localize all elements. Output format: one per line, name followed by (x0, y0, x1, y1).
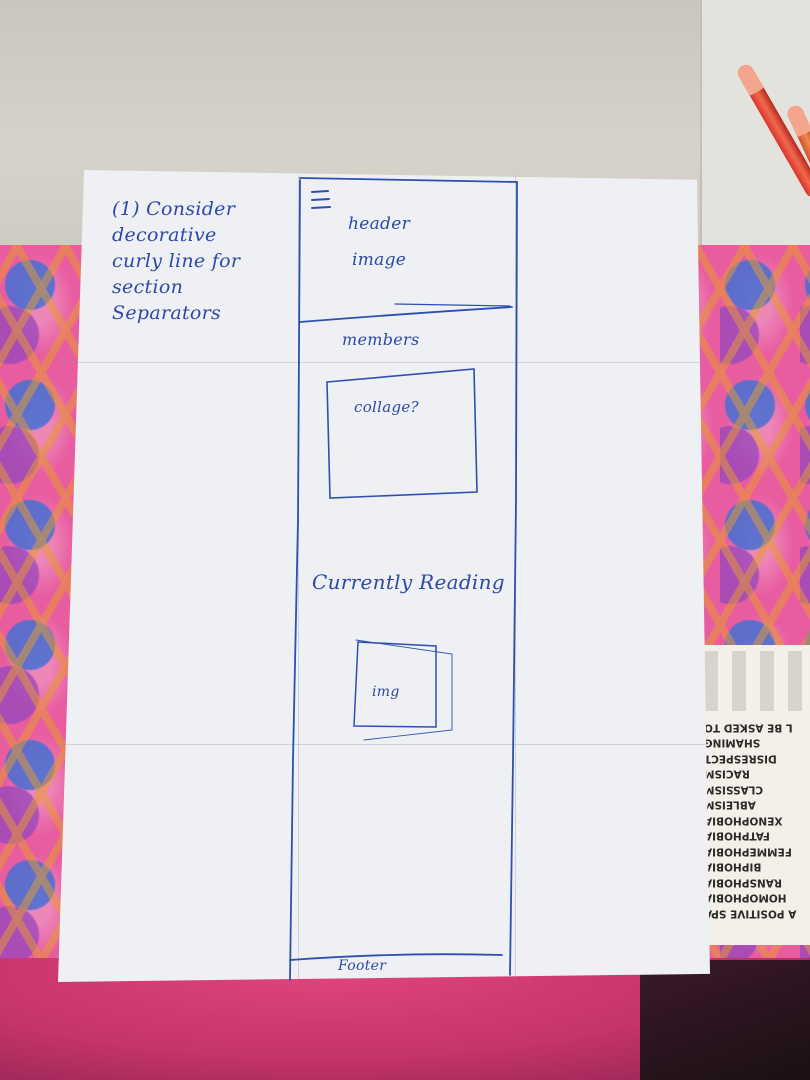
design-note-line: curly line for (112, 250, 241, 272)
poster-line: BIPHOBIA (704, 861, 762, 873)
poster-illustration (704, 651, 810, 711)
image-label: image (352, 250, 407, 270)
fold-line (58, 362, 708, 363)
header-label: header (348, 214, 411, 234)
currently-reading-label: Currently Reading (312, 570, 505, 594)
fold-line (298, 175, 299, 980)
fold-line (58, 744, 708, 745)
fold-line (515, 175, 516, 980)
poster-line: RANSPHOBIA (704, 876, 783, 889)
wireframe-paper (58, 170, 710, 982)
poster-line: RACISM (704, 768, 750, 780)
poster-text: A POSITIVE SPA HOMOPHOBIA RANSPHOBIA BIP… (704, 719, 810, 921)
design-note-line: decorative (112, 224, 217, 246)
poster-line: ABLEISM (704, 799, 756, 811)
design-note: (1) Consider decorative curly line for s… (112, 196, 240, 326)
design-note-line: (1) Consider (112, 198, 236, 220)
poster-line: XENOPHOBIA (704, 814, 783, 827)
poster-line: DISRESPECT (704, 752, 777, 765)
poster-line: A POSITIVE SPA (704, 907, 797, 920)
members-label: members (342, 330, 420, 349)
design-note-line: section (112, 276, 184, 298)
poster-line: FEMMEPHOBIA (704, 845, 792, 858)
poster-line: CLASSISM (704, 783, 764, 796)
poster-card: A POSITIVE SPA HOMOPHOBIA RANSPHOBIA BIP… (703, 645, 810, 945)
footer-label: Footer (338, 958, 387, 974)
poster-line: L BE ASKED TO (704, 721, 793, 734)
poster-line: FATPHOBIA (704, 830, 770, 842)
poster-line: HOMOPHOBIA (704, 892, 787, 904)
img-label: img (372, 684, 400, 700)
dark-fabric (640, 960, 810, 1080)
design-note-line: Separators (112, 302, 222, 324)
collage-label: collage? (354, 398, 419, 416)
poster-line: SHAMING (704, 737, 761, 749)
